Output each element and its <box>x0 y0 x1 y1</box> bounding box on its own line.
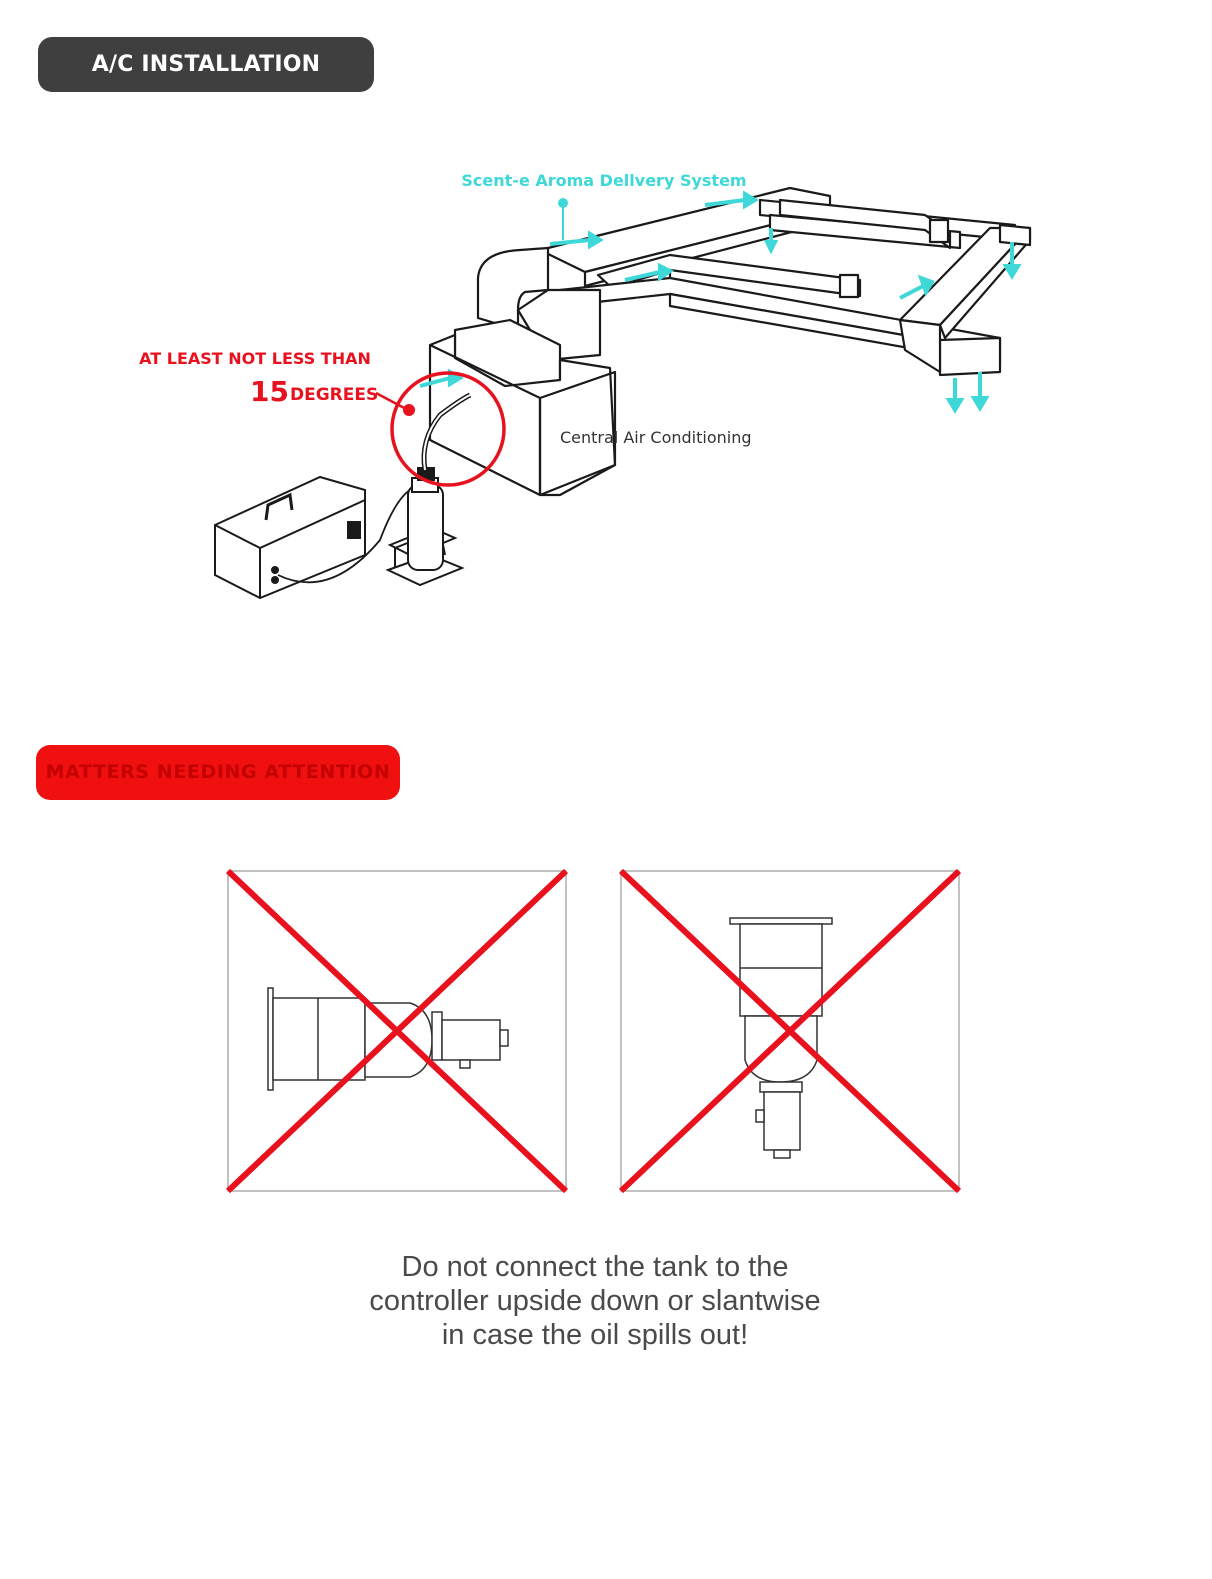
angle-callout-line <box>375 391 409 412</box>
aroma-tank <box>385 467 465 587</box>
warning-line-2: controller upside down or slantwise <box>369 1285 821 1317</box>
warning-line-1: Do not connect the tank to the <box>401 1251 789 1283</box>
cross-mark-left-b <box>225 868 569 1194</box>
angle-callout-dot <box>403 404 415 416</box>
central-ac-label: Central Air Conditioning <box>560 428 752 447</box>
wrong-orientation-sideways <box>225 868 569 1194</box>
warning-line-3: in case the oil spills out! <box>441 1319 749 1351</box>
section-title-installation: A/C INSTALLATION DIAGRAM <box>38 37 374 132</box>
delivery-label-pin <box>558 198 568 240</box>
angle-unit: DEGREES <box>290 385 378 405</box>
duct-network <box>428 186 1032 497</box>
cross-mark-right-b <box>618 868 962 1194</box>
wrong-orientation-upside-down <box>618 868 962 1194</box>
airflow-arrows <box>419 190 1022 414</box>
warning-note: Do not connect the tank to the controlle… <box>300 1250 890 1352</box>
angle-label-line1: AT LEAST NOT LESS THAN <box>139 349 371 368</box>
angle-highlight-circle <box>390 371 506 487</box>
angle-value: 15 <box>250 375 289 408</box>
delivery-system-label: Scent-e Aroma Dellvery System <box>461 171 746 190</box>
section-title-attention: MATTERS NEEDING ATTENTION <box>36 745 400 800</box>
controller-box <box>214 475 366 600</box>
power-cable <box>277 489 411 584</box>
